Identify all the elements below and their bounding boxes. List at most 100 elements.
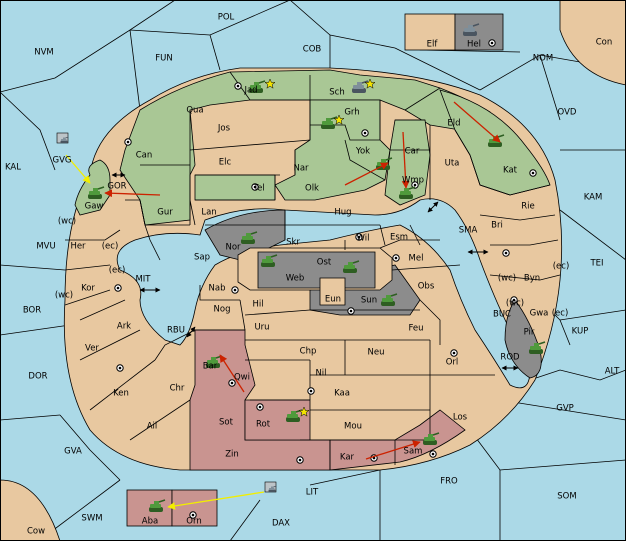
sea-label-dor: DOR — [28, 372, 47, 382]
sea-label-buc: BUC — [493, 310, 511, 320]
territory-label-hug: Hug — [334, 208, 351, 218]
coast-marker-ec: (ec) — [109, 266, 126, 276]
territory-label-nar: Nar — [293, 164, 309, 174]
units — [56, 23, 546, 513]
territory-con[interactable] — [559, 0, 626, 86]
sea-label-nom: NOM — [533, 54, 553, 64]
territory-label-bar: Bar — [203, 362, 218, 372]
territory-label-sun: Sun — [361, 296, 377, 306]
sea-label-pol: POL — [218, 13, 235, 23]
territory-label-sot: Sot — [219, 418, 234, 428]
center-capital[interactable] — [257, 251, 376, 289]
territory-label-chr: Chr — [170, 384, 185, 394]
territory-label-obs: Obs — [418, 282, 435, 292]
sea-label-lit: LIT — [306, 488, 319, 498]
territory-label-hel: Hel — [467, 40, 481, 50]
territory-borders — [64, 71, 561, 470]
territory-label-aba: Aba — [142, 517, 158, 527]
sea-label-gvp: GVP — [556, 404, 574, 414]
coast-marker-wc: (wc) — [55, 291, 73, 301]
sea-label-fun: FUN — [155, 54, 172, 64]
sea-label-rod: ROD — [500, 353, 520, 363]
territory-label-sap: Sap — [194, 253, 210, 263]
sea-label-kal: KAL — [5, 163, 21, 173]
territory-label-ost: Ost — [317, 258, 332, 268]
territory-label-orn: Orn — [186, 517, 201, 527]
territory-label-her: Her — [70, 242, 86, 252]
territory-label-tel: Tel — [252, 184, 264, 194]
territory-label-kar: Kar — [340, 453, 355, 463]
territory-label-nab: Nab — [209, 284, 226, 294]
territory-gaw-fill[interactable] — [74, 159, 111, 216]
territory-label-uta: Uta — [445, 159, 460, 169]
territory-label-elf: Elf — [427, 40, 439, 50]
coast-marker-ec: (ec) — [102, 242, 119, 252]
territory-labels: Elf Hel Jad Sch Qua Jos Grh Eld Can Yok … — [70, 40, 548, 527]
sea-label-nvm: NVM — [34, 48, 54, 58]
sea-label-mvu: MVU — [36, 242, 55, 252]
sea-label-fro: FRO — [440, 477, 458, 487]
territory-label-skr: Skr — [286, 238, 300, 248]
territory-label-eun: Eun — [325, 295, 341, 305]
sea-label-swm: SWM — [81, 514, 102, 524]
sea-label-tei: TEI — [589, 259, 603, 269]
sea-label-cow: Cow — [27, 527, 45, 537]
territory-label-bri: Bri — [491, 221, 503, 231]
territory-label-grh: Grh — [344, 108, 359, 118]
territory-label-ail: Ail — [147, 422, 158, 432]
sea-label-cob: COB — [303, 45, 322, 55]
territory-elf-fill[interactable] — [404, 13, 456, 51]
sea-label-dax: DAX — [272, 519, 290, 529]
sea-label-con: Con — [596, 38, 613, 48]
sea-label-kam: KAM — [584, 193, 603, 203]
territory-label-kat: Kat — [503, 166, 518, 176]
territory-label-uru: Uru — [254, 323, 269, 333]
sea-label-gva: GVA — [64, 447, 82, 457]
territory-label-qua: Qua — [186, 106, 203, 116]
territory-rot-fill[interactable] — [244, 399, 311, 441]
sea-label-som: SOM — [557, 492, 576, 502]
sea-label-ovd: OVD — [558, 108, 577, 118]
sea-labels: POL NVM FUN COB NOM Con OVD KAL KAM TEI … — [5, 13, 620, 537]
territory-label-olk: Olk — [305, 184, 319, 194]
territory-label-ver: Ver — [85, 344, 99, 354]
territory-label-ken: Ken — [113, 389, 129, 399]
territory-label-car: Car — [405, 147, 420, 157]
sea-label-rbu: RBU — [167, 326, 185, 336]
territory-label-esm: Esm — [390, 233, 408, 243]
coast-markers: (wc) (ec) (ec) (wc) (wc) (ec) (wc) (ec) — [55, 217, 569, 319]
territory-label-nor: Nor — [225, 243, 241, 253]
territory-label-yok: Yok — [355, 147, 370, 157]
territory-label-lan: Lan — [201, 208, 216, 218]
territory-label-pir: Pir — [524, 328, 535, 338]
sea-label-sma: SMA — [459, 226, 478, 236]
sea-label-gor: GOR — [107, 182, 126, 192]
territory-label-gwa: Gwa — [530, 309, 549, 319]
sea-label-mit: MIT — [135, 275, 151, 285]
territory-pir-fill[interactable] — [504, 299, 542, 379]
territory-label-gaw: Gaw — [85, 202, 104, 212]
territory-eun-fill[interactable] — [319, 277, 346, 306]
territory-label-jos: Jos — [217, 124, 231, 134]
territory-label-rie: Rie — [521, 202, 535, 212]
territory-label-wmp: Wmp — [402, 176, 424, 186]
territory-label-hil: Hil — [252, 300, 263, 310]
territory-label-nog: Nog — [214, 305, 231, 315]
territory-label-web: Web — [286, 274, 305, 284]
territory-label-ark: Ark — [117, 322, 131, 332]
territory-label-feu: Feu — [408, 324, 423, 334]
coast-marker-wc: (wc) — [498, 274, 516, 284]
territory-label-jad: Jad — [243, 86, 257, 96]
sea-label-bor: BOR — [23, 306, 41, 316]
territory-label-los: Los — [453, 413, 468, 423]
canal-arrows — [111, 172, 519, 371]
supply-centers — [114, 39, 537, 519]
territory-label-mel: Mel — [409, 254, 424, 264]
sea-label-kup: KUP — [572, 327, 589, 337]
green-region-car[interactable] — [384, 119, 431, 206]
territory-label-zin: Zin — [225, 450, 239, 460]
territory-label-neu: Neu — [368, 348, 385, 358]
territory-label-nil: Nil — [315, 369, 326, 379]
